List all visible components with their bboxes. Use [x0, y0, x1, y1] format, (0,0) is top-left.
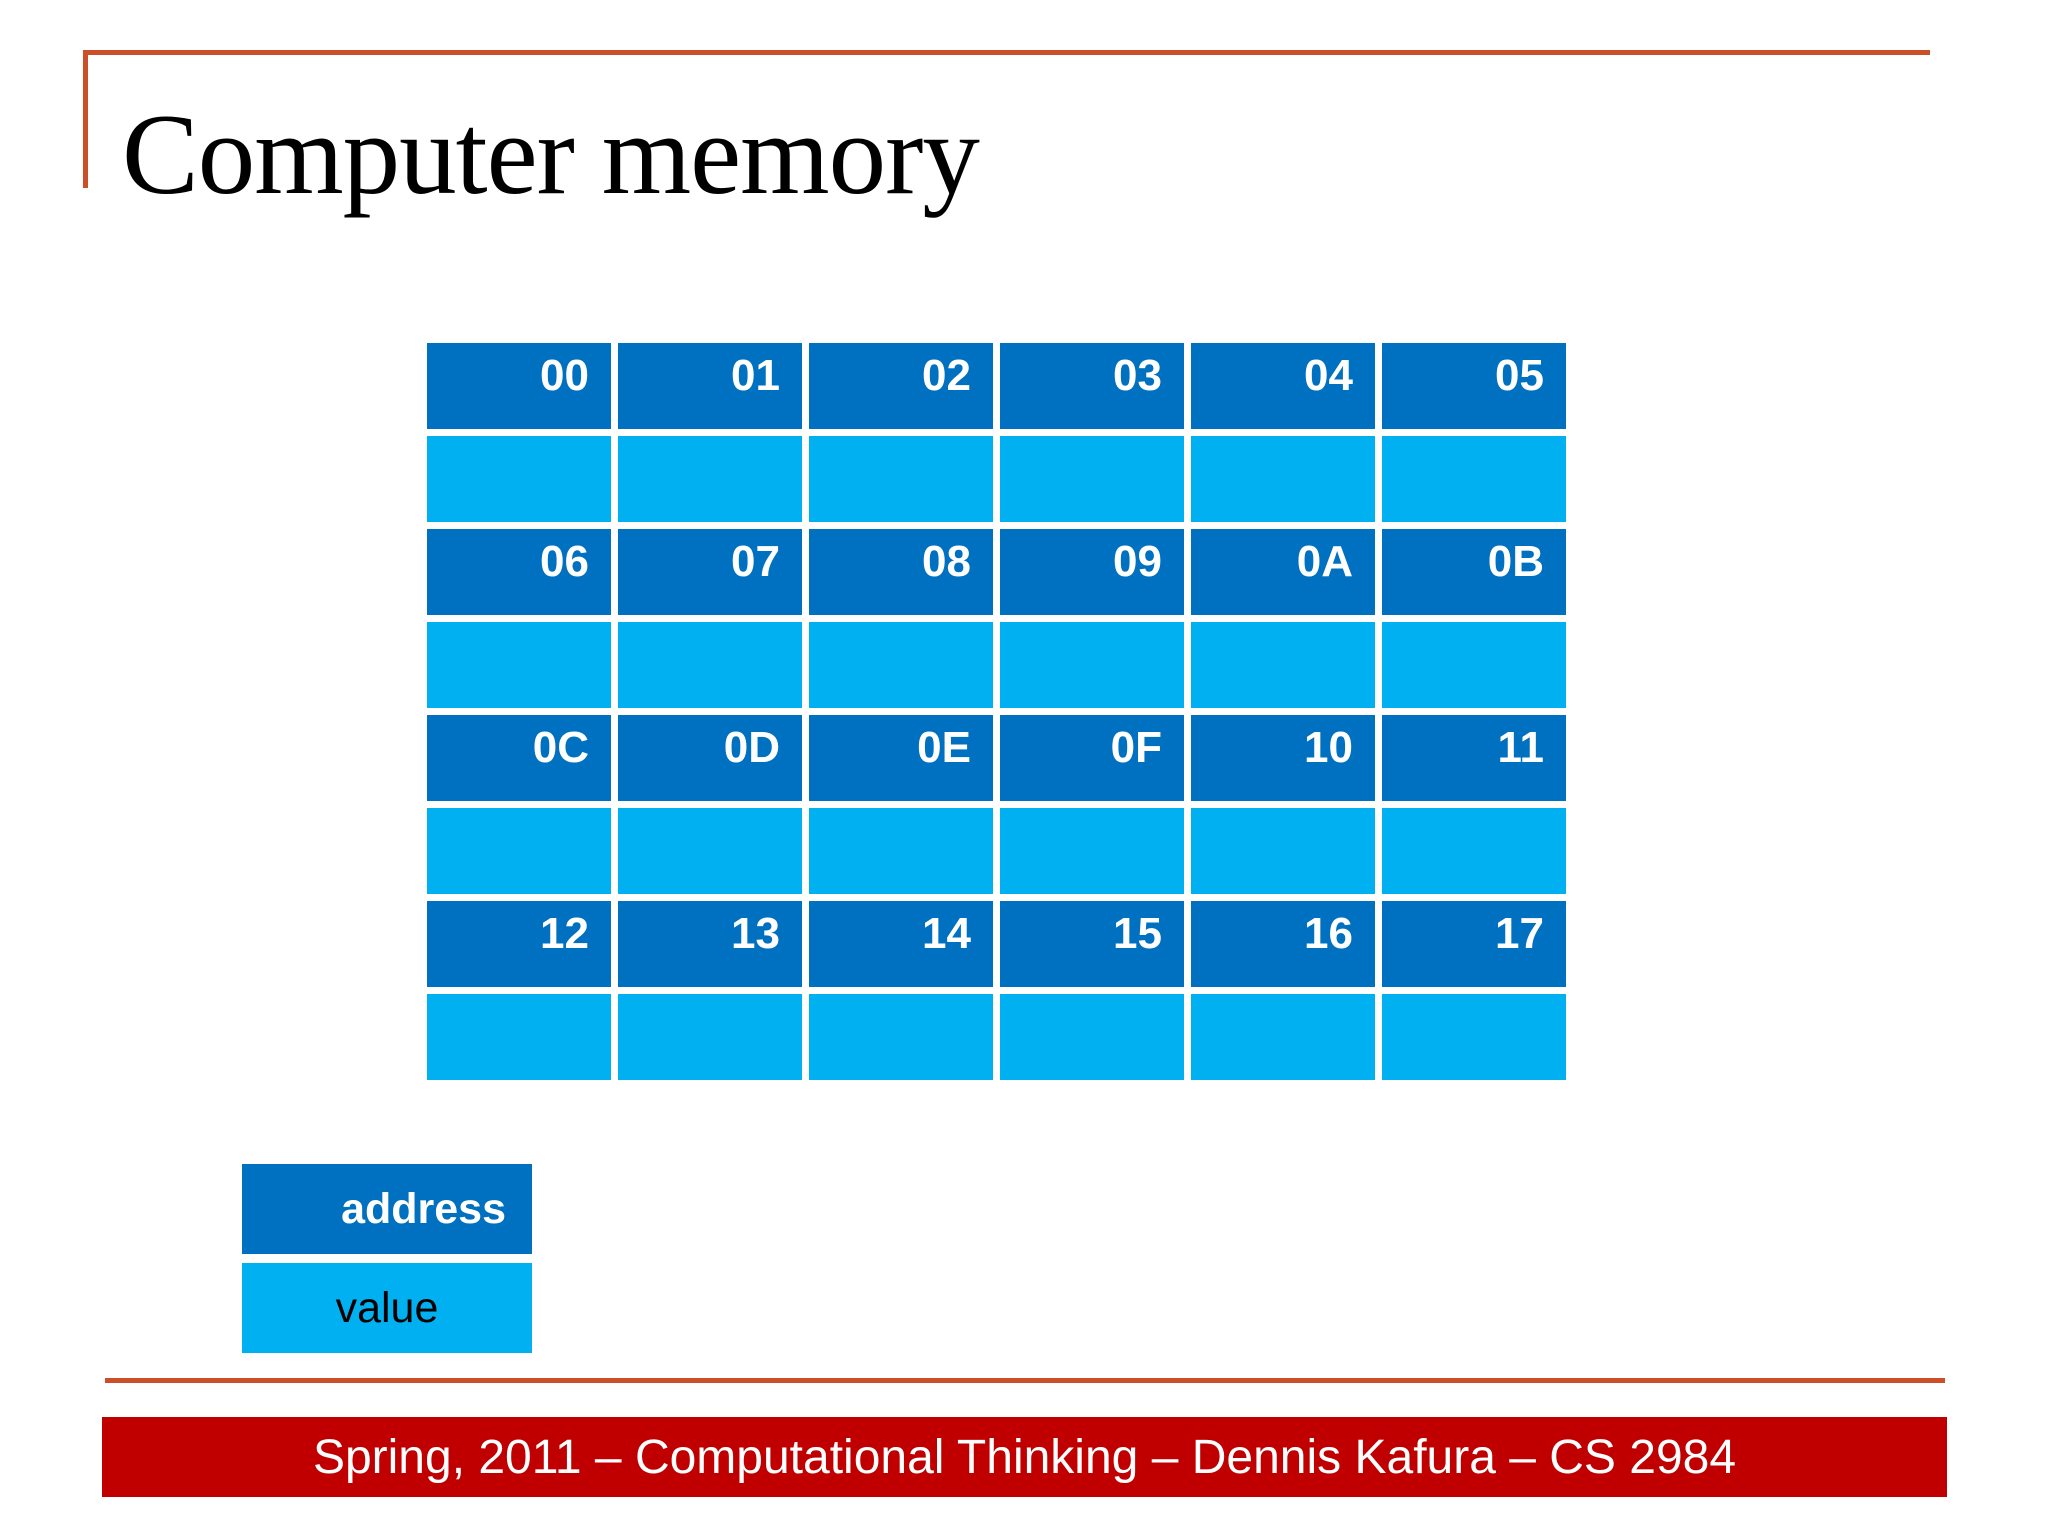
- memory-value-cell: [1382, 622, 1566, 708]
- memory-address-cell: 0F: [1000, 715, 1184, 801]
- top-accent-line: [83, 50, 1930, 55]
- legend-value-label: value: [335, 1283, 439, 1332]
- memory-address-cell: 16: [1191, 901, 1375, 987]
- memory-value-cell: [1191, 808, 1375, 894]
- memory-value-cell: [1382, 808, 1566, 894]
- memory-value-cell: [1000, 622, 1184, 708]
- memory-value-cell: [809, 994, 993, 1080]
- memory-address-cell: 0E: [809, 715, 993, 801]
- memory-address-cell: 10: [1191, 715, 1375, 801]
- memory-address-cell: 07: [618, 529, 802, 615]
- memory-value-cell: [427, 994, 611, 1080]
- legend-address-label: address: [341, 1184, 506, 1233]
- memory-address-cell: 0B: [1382, 529, 1566, 615]
- memory-value-cell: [1191, 622, 1375, 708]
- memory-address-cell: 00: [427, 343, 611, 429]
- memory-value-cell: [618, 436, 802, 522]
- memory-address-cell: 08: [809, 529, 993, 615]
- memory-address-cell: 01: [618, 343, 802, 429]
- memory-value-cell: [1191, 994, 1375, 1080]
- footer-text: Spring, 2011 – Computational Thinking – …: [312, 1430, 1737, 1484]
- memory-value-cell: [809, 808, 993, 894]
- memory-value-cell: [427, 808, 611, 894]
- slide-title: Computer memory: [122, 91, 980, 218]
- memory-address-cell: 0C: [427, 715, 611, 801]
- left-accent-line: [83, 50, 88, 188]
- memory-address-cell: 02: [809, 343, 993, 429]
- legend-address-swatch: address: [242, 1164, 532, 1254]
- memory-address-cell: 04: [1191, 343, 1375, 429]
- memory-value-cell: [618, 622, 802, 708]
- memory-value-cell: [809, 436, 993, 522]
- memory-address-cell: 11: [1382, 715, 1566, 801]
- memory-address-cell: 0A: [1191, 529, 1375, 615]
- memory-value-cell: [427, 436, 611, 522]
- memory-value-cell: [1191, 436, 1375, 522]
- memory-address-cell: 14: [809, 901, 993, 987]
- memory-value-cell: [618, 808, 802, 894]
- memory-value-cell: [1000, 994, 1184, 1080]
- footer-accent-line: [105, 1378, 1945, 1383]
- footer-bar: Spring, 2011 – Computational Thinking – …: [102, 1417, 1947, 1497]
- memory-address-cell: 05: [1382, 343, 1566, 429]
- memory-value-cell: [1000, 808, 1184, 894]
- memory-address-cell: 13: [618, 901, 802, 987]
- memory-value-cell: [1000, 436, 1184, 522]
- memory-value-cell: [427, 622, 611, 708]
- memory-address-cell: 17: [1382, 901, 1566, 987]
- legend-value-swatch: value: [242, 1263, 532, 1353]
- memory-address-cell: 12: [427, 901, 611, 987]
- memory-address-cell: 0D: [618, 715, 802, 801]
- memory-address-cell: 15: [1000, 901, 1184, 987]
- memory-address-cell: 06: [427, 529, 611, 615]
- memory-value-cell: [809, 622, 993, 708]
- memory-address-cell: 09: [1000, 529, 1184, 615]
- memory-value-cell: [1382, 994, 1566, 1080]
- memory-address-cell: 03: [1000, 343, 1184, 429]
- memory-value-cell: [618, 994, 802, 1080]
- memory-grid: 00 01 02 03 04 05 06 07 08 09 0A 0B 0C 0…: [427, 343, 1566, 1080]
- memory-value-cell: [1382, 436, 1566, 522]
